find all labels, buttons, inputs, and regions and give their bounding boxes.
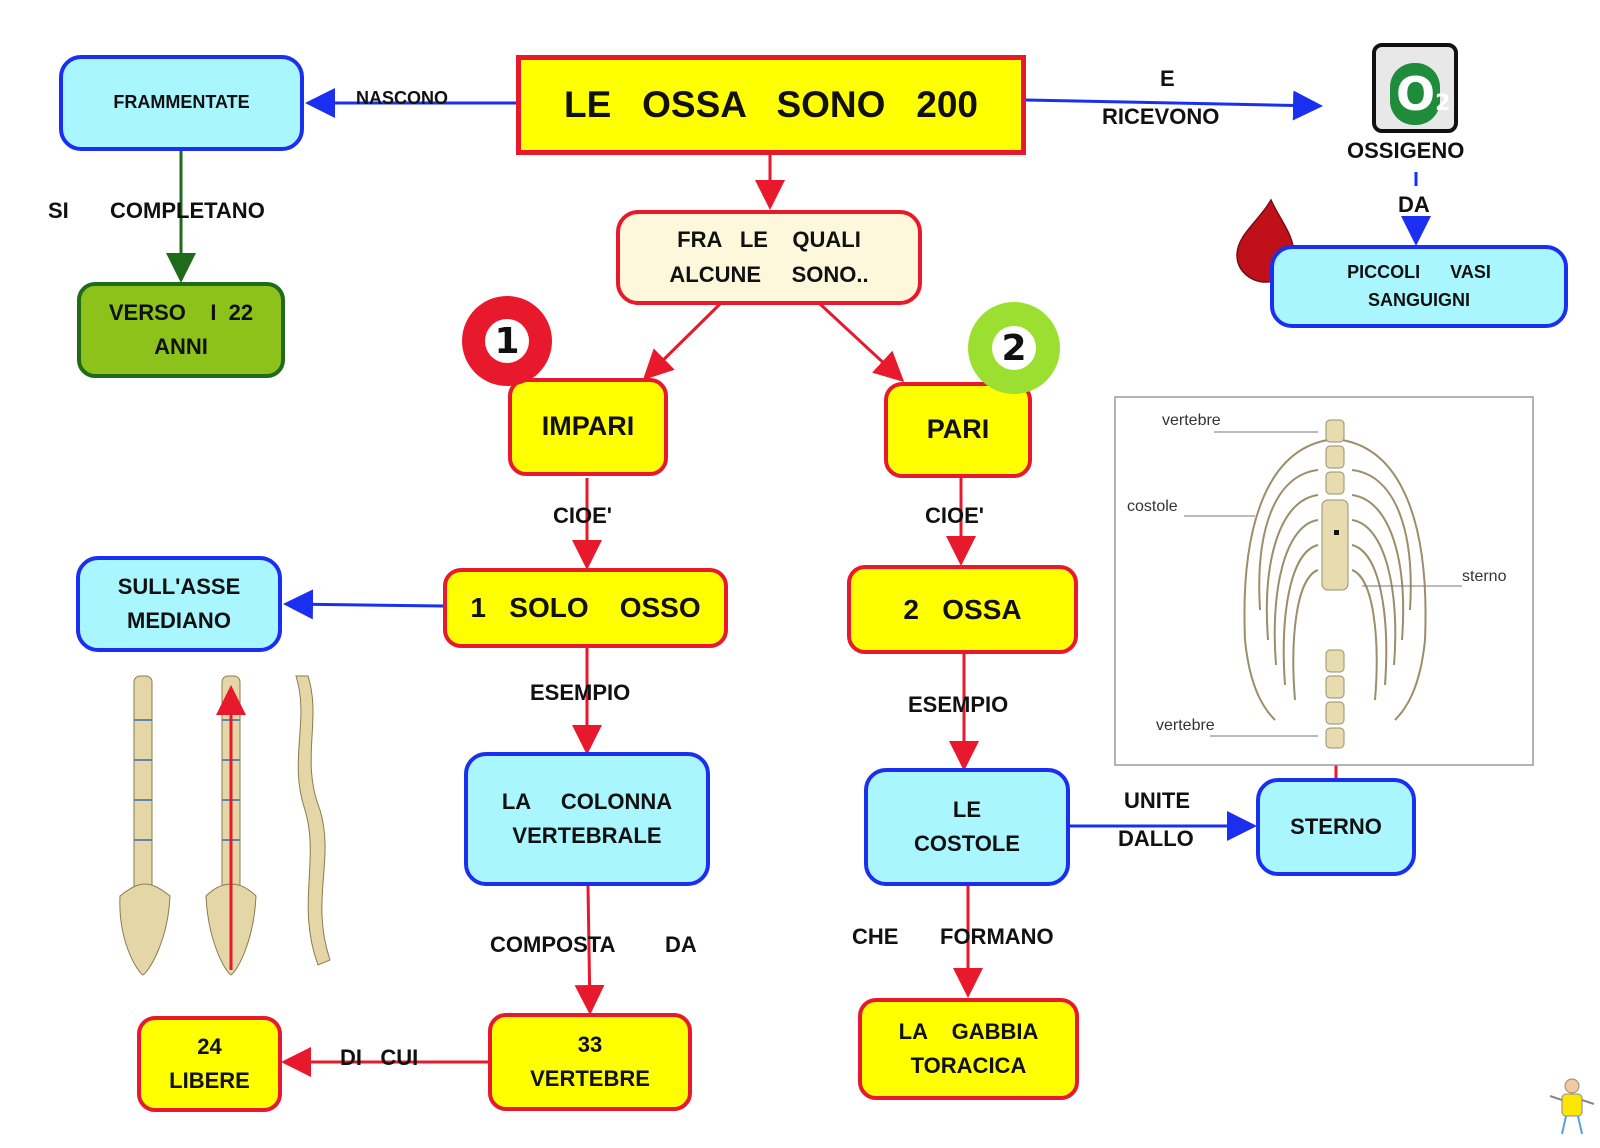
label-unite: UNITE [1124, 788, 1190, 813]
sterno-node: STERNO [1256, 778, 1416, 876]
due-ossa-node: 2 OSSA [847, 565, 1078, 654]
ribcage-illustration [1114, 396, 1534, 766]
label-formano: FORMANO [940, 924, 1054, 949]
label-composta-da: DA [665, 932, 697, 957]
badge-one: 1 [462, 296, 552, 386]
ribcage-label-vertebre-bottom: vertebre [1156, 717, 1215, 734]
label-ricevono: RICEVONO [1102, 104, 1220, 129]
edge-ricevono [1025, 90, 1323, 121]
ribcage-label-sterno: sterno [1462, 568, 1507, 585]
label-e: E [1160, 66, 1175, 91]
asse-mediano-node: SULL'ASSE MEDIANO [76, 556, 282, 652]
robot-mascot-icon [1549, 1078, 1595, 1135]
fra-le-quali-node: FRA LE QUALI ALCUNE SONO.. [616, 210, 922, 305]
label-da: DA [1398, 192, 1430, 217]
frammentate-node: FRAMMENTATE [59, 55, 304, 151]
label-dallo: DALLO [1118, 826, 1194, 851]
edge-fra-impari [642, 302, 722, 381]
gabbia-toracica-node: LA GABBIA TORACICA [858, 998, 1079, 1100]
edge-colonna-vertebre [574, 885, 605, 1015]
label-cioe-left: CIOE' [553, 503, 613, 528]
impari-node: IMPARI [508, 378, 668, 476]
oxygen-tank-icon: O2 [1372, 43, 1458, 133]
costole-node: LE COSTOLE [864, 768, 1070, 886]
libere-24-node: 24 LIBERE [137, 1016, 282, 1112]
label-composta: COMPOSTA [490, 932, 616, 957]
colonna-vertebrale-node: LA COLONNA VERTEBRALE [464, 752, 710, 886]
ribcage-label-costole: costole [1127, 498, 1178, 515]
verso-22-anni-node: VERSO I 22 ANNI [77, 282, 285, 378]
label-esempio-left: ESEMPIO [530, 680, 631, 705]
edge-solo-asse [283, 589, 444, 620]
label-completano: COMPLETANO [110, 198, 265, 223]
label-di-cui: DI CUI [340, 1045, 419, 1070]
label-cioe-right: CIOE' [925, 503, 985, 528]
label-esempio-right: ESEMPIO [908, 692, 1009, 717]
badge-two: 2 [968, 302, 1060, 394]
piccoli-vasi-node: PICCOLI VASI SANGUIGNI [1270, 245, 1568, 328]
edge-fra-pari [818, 302, 905, 383]
label-si: SI [48, 198, 69, 223]
vertebre-33-node: 33 VERTEBRE [488, 1013, 692, 1111]
title-node: LE OSSA SONO 200 [516, 55, 1026, 155]
solo-osso-node: 1 SOLO OSSO [443, 568, 728, 648]
label-nascono: NASCONO [356, 88, 449, 108]
ribcage-label-vertebre-top: vertebre [1162, 412, 1221, 429]
label-che: CHE [852, 924, 899, 949]
ossigeno-label: OSSIGENO [1347, 138, 1465, 163]
pari-node: PARI [884, 382, 1032, 478]
spine-illustration [119, 675, 331, 976]
